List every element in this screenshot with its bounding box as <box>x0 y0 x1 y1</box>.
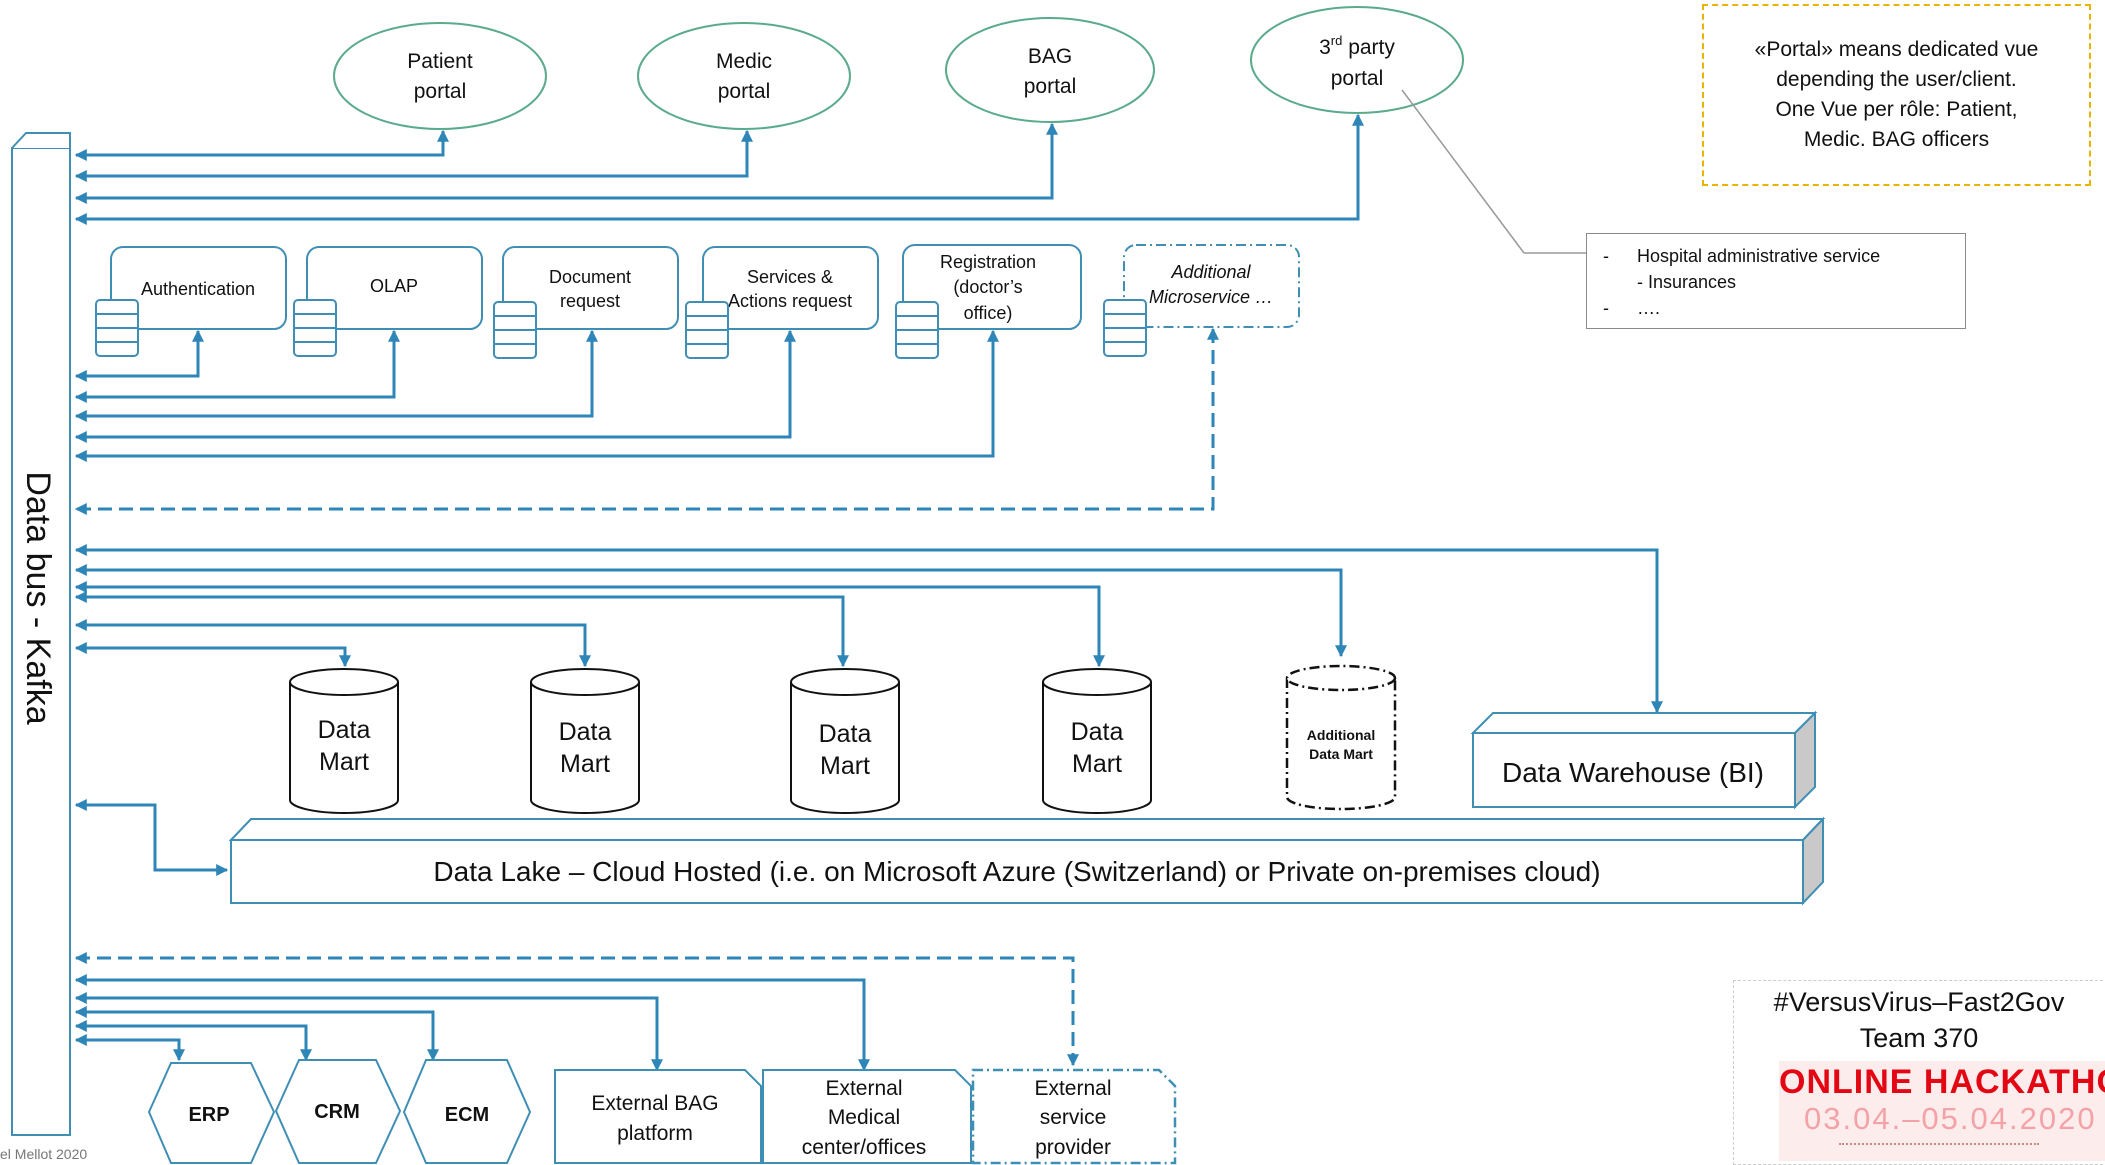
data-mart-2: Data Mart <box>530 668 640 814</box>
portal-3rd-party-label-1: 3rd party <box>1319 33 1395 59</box>
external-bag-label-2: platform <box>617 1122 693 1145</box>
data-mart-3-label-2: Mart <box>820 752 870 780</box>
service-actions-label-1: Services & <box>747 267 833 287</box>
data-mart-additional: Additional Data Mart <box>1285 664 1397 811</box>
third-party-item-1: Hospital administrative service <box>1637 246 1881 266</box>
service-additional-label-1: Additional <box>1170 262 1251 282</box>
portal-patient: Patient portal <box>333 22 547 130</box>
data-mart-4: Data Mart <box>1042 668 1152 814</box>
data-mart-4-label-1: Data <box>1071 718 1124 746</box>
external-bag-platform: External BAG platform <box>554 1069 762 1164</box>
external-medical-label-1: External <box>825 1077 902 1100</box>
external-bag-label-1: External BAG <box>591 1092 718 1115</box>
portal-3rd-party: 3rd party portal <box>1250 6 1464 114</box>
database-icon <box>95 299 139 357</box>
service-registration: Registration (doctor’s office) <box>902 244 1082 330</box>
service-authentication-label: Authentication <box>141 279 255 299</box>
hackathon-logo-title: ONLINE HACKATHON <box>1779 1063 2105 1101</box>
data-lake-label: Data Lake – Cloud Hosted (i.e. on Micros… <box>433 856 1600 887</box>
system-ecm-label: ECM <box>445 1104 489 1126</box>
external-medical-label-3: center/offices <box>802 1136 927 1159</box>
data-mart-additional-label-2: Data Mart <box>1309 746 1373 762</box>
database-icon <box>895 301 939 359</box>
portal-3rd-party-label-2: portal <box>1331 67 1384 90</box>
portal-patient-label-1: Patient <box>407 50 473 73</box>
data-bus-cap <box>11 132 71 149</box>
hackathon-logo: ONLINE HACKATHON 03.04.–05.04.2020 <box>1779 1061 2105 1161</box>
portal-bag-label-2: portal <box>1024 75 1077 98</box>
external-service-label-3: provider <box>1035 1136 1111 1159</box>
third-party-bullet-2: - <box>1603 298 1609 318</box>
portal-medic: Medic portal <box>637 22 851 130</box>
hackathon-tag: #VersusVirus–Fast2Gov <box>1773 987 2065 1017</box>
data-mart-3: Data Mart <box>790 668 900 814</box>
database-icon <box>1103 299 1147 357</box>
data-mart-2-label-2: Mart <box>560 750 610 778</box>
database-icon <box>493 301 537 359</box>
hackathon-badge: #VersusVirus–Fast2Gov Team 370 ONLINE HA… <box>1733 980 2105 1165</box>
service-document-label-1: Document <box>549 267 631 287</box>
service-document-label-2: request <box>560 291 620 311</box>
third-party-item-3: …. <box>1637 298 1661 318</box>
service-connectors <box>74 327 1219 515</box>
external-service-label-1: External <box>1034 1077 1111 1100</box>
portal-note: «Portal» means dedicated vue depending t… <box>1702 4 2091 186</box>
data-mart-1-label-1: Data <box>318 716 371 744</box>
bottom-connectors <box>74 952 1079 1072</box>
third-party-list: - Hospital administrative service - Insu… <box>1586 233 1966 329</box>
portal-bag-label-1: BAG <box>1028 45 1072 68</box>
external-medical-label-2: Medical <box>828 1106 900 1129</box>
data-warehouse: Data Warehouse (BI) <box>1470 710 1818 810</box>
portal-bag: BAG portal <box>945 17 1155 123</box>
portal-medic-label-2: portal <box>718 80 771 103</box>
service-additional-label-2: Microservice … <box>1149 287 1273 307</box>
data-bus-bar <box>11 147 71 1136</box>
external-service-provider: External service provider <box>971 1068 1177 1165</box>
datamart-connectors <box>74 544 1663 876</box>
data-mart-1: Data Mart <box>289 668 399 814</box>
system-erp-label: ERP <box>188 1104 229 1126</box>
data-bus-label: Data bus - Kafka <box>19 471 57 724</box>
callout-line <box>1401 89 1525 254</box>
external-service-label-2: service <box>1040 1106 1107 1129</box>
service-registration-label-2: (doctor’s <box>953 277 1022 297</box>
service-actions-label-2: Actions request <box>728 291 852 311</box>
hackathon-team: Team 370 <box>1859 1023 1979 1053</box>
portal-medic-label-1: Medic <box>716 50 772 73</box>
third-party-bullet-1: - <box>1603 246 1609 266</box>
system-crm-label: CRM <box>314 1101 360 1123</box>
portal-connectors <box>74 113 1364 225</box>
database-icon <box>685 301 729 359</box>
service-additional: Additional Microservice … <box>1123 244 1300 328</box>
system-ecm: ECM <box>402 1059 532 1164</box>
data-mart-1-label-2: Mart <box>319 748 369 776</box>
data-lake: Data Lake – Cloud Hosted (i.e. on Micros… <box>228 816 1826 906</box>
hackathon-logo-dates: 03.04.–05.04.2020 <box>1804 1101 2097 1136</box>
data-mart-2-label-1: Data <box>559 718 612 746</box>
third-party-item-2: - Insurances <box>1637 272 1737 292</box>
data-mart-4-label-2: Mart <box>1072 750 1122 778</box>
service-registration-label-1: Registration <box>940 252 1036 272</box>
system-erp: ERP <box>147 1062 276 1164</box>
service-actions-request: Services & Actions request <box>702 246 879 330</box>
copyright-text: el Mellot 2020 <box>0 1146 88 1162</box>
external-medical-center: External Medical center/offices <box>762 1069 972 1164</box>
portal-patient-label-2: portal <box>414 80 467 103</box>
portal-note-text: «Portal» means dedicated vue depending t… <box>1754 38 2039 151</box>
data-warehouse-label: Data Warehouse (BI) <box>1502 757 1764 788</box>
service-document-request: Document request <box>502 246 679 330</box>
hackathon-logo-footer <box>1839 1143 2039 1155</box>
service-registration-label-3: office) <box>964 303 1013 323</box>
data-bus-kafka: Data bus - Kafka <box>11 132 71 1136</box>
data-mart-additional-label-1: Additional <box>1307 727 1375 743</box>
service-olap-label: OLAP <box>370 276 418 296</box>
data-mart-3-label-1: Data <box>819 720 872 748</box>
system-crm: CRM <box>274 1059 402 1164</box>
database-icon <box>293 299 337 357</box>
